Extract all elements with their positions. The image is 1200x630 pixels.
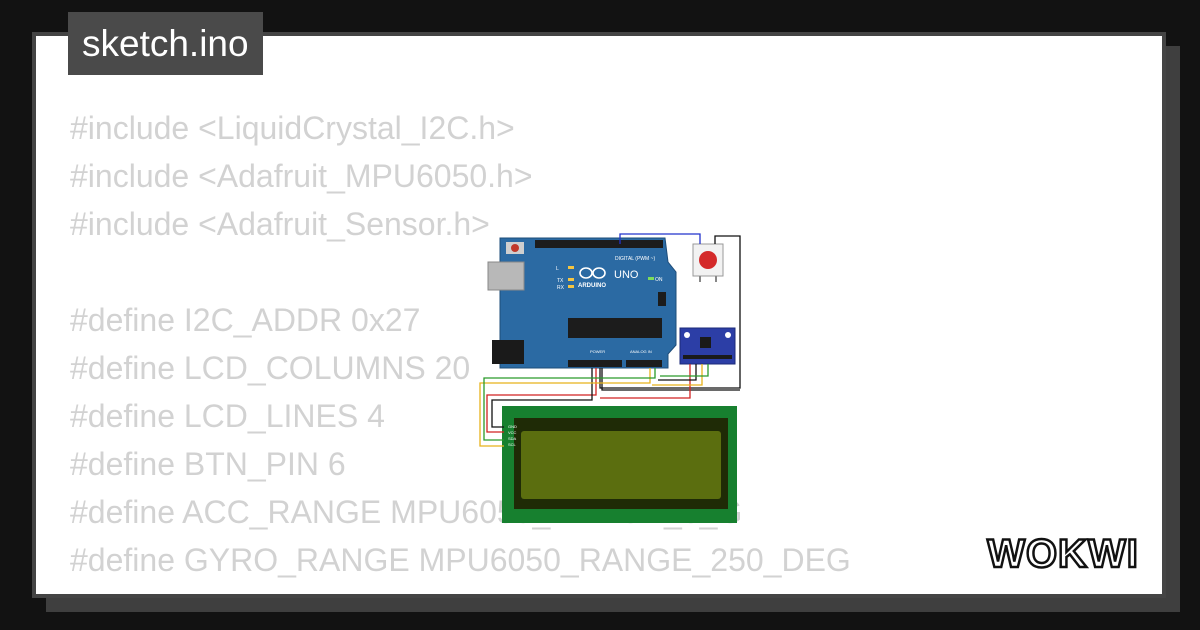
power-header-label: POWER xyxy=(590,349,605,354)
led-on-label: ON xyxy=(655,277,663,283)
lcd-pin-vcc: VCC xyxy=(508,430,517,435)
lcd-pin-scl: SCL xyxy=(508,442,517,447)
push-button xyxy=(692,243,724,282)
led-rx-label: RX xyxy=(557,285,565,291)
mpu6050-sensor xyxy=(679,327,736,365)
code-line: #define LCD_COLUMNS 20 xyxy=(70,350,471,386)
lcd-pin-sda: SDA xyxy=(508,436,517,441)
code-line: #define BTN_PIN 6 xyxy=(70,446,346,482)
digital-header xyxy=(535,240,663,248)
arduino-uno-board: DIGITAL (PWM ~) ARDUINO UNO L TX RX ON P… xyxy=(487,237,677,369)
analog-header xyxy=(626,360,662,367)
led-l-label: L xyxy=(556,266,559,272)
file-tab[interactable]: sketch.ino xyxy=(68,12,263,75)
code-line: #define I2C_ADDR 0x27 xyxy=(70,302,421,338)
code-line: #define GYRO_RANGE MPU6050_RANGE_250_DEG xyxy=(70,542,851,578)
code-line: #define BANDWIDTH MPU6050_BAND_21_HZ xyxy=(70,584,851,594)
wires xyxy=(479,233,741,447)
code-line: #include <Adafruit_Sensor.h> xyxy=(70,206,490,242)
lcd-pin-gnd: GND xyxy=(508,424,517,429)
usb-port xyxy=(487,261,525,291)
circuit-diagram: DIGITAL (PWM ~) ARDUINO UNO L TX RX ON P… xyxy=(479,233,741,523)
lcd-2004-display: GND VCC SDA SCL xyxy=(502,406,737,523)
code-line: #define LCD_LINES 4 xyxy=(70,398,385,434)
wokwi-logo: WOKWI xyxy=(986,531,1139,577)
code-preview: #include <LiquidCrystal_I2C.h> #include <… xyxy=(70,104,851,594)
wokwi-logo-text: WOKWI xyxy=(987,532,1139,576)
digital-header-label: DIGITAL (PWM ~) xyxy=(615,256,655,262)
atmega-chip xyxy=(568,318,662,338)
arduino-model: UNO xyxy=(614,269,639,281)
analog-header-label: ANALOG IN xyxy=(630,349,652,354)
arduino-brand: ARDUINO xyxy=(578,283,606,289)
power-jack xyxy=(492,340,524,364)
code-line: #include <LiquidCrystal_I2C.h> xyxy=(70,110,515,146)
power-header xyxy=(568,360,622,367)
icsp-header xyxy=(658,292,666,306)
led-tx-label: TX xyxy=(557,278,564,284)
arduino-logo-icon xyxy=(579,267,606,279)
code-line: #include <Adafruit_MPU6050.h> xyxy=(70,158,533,194)
